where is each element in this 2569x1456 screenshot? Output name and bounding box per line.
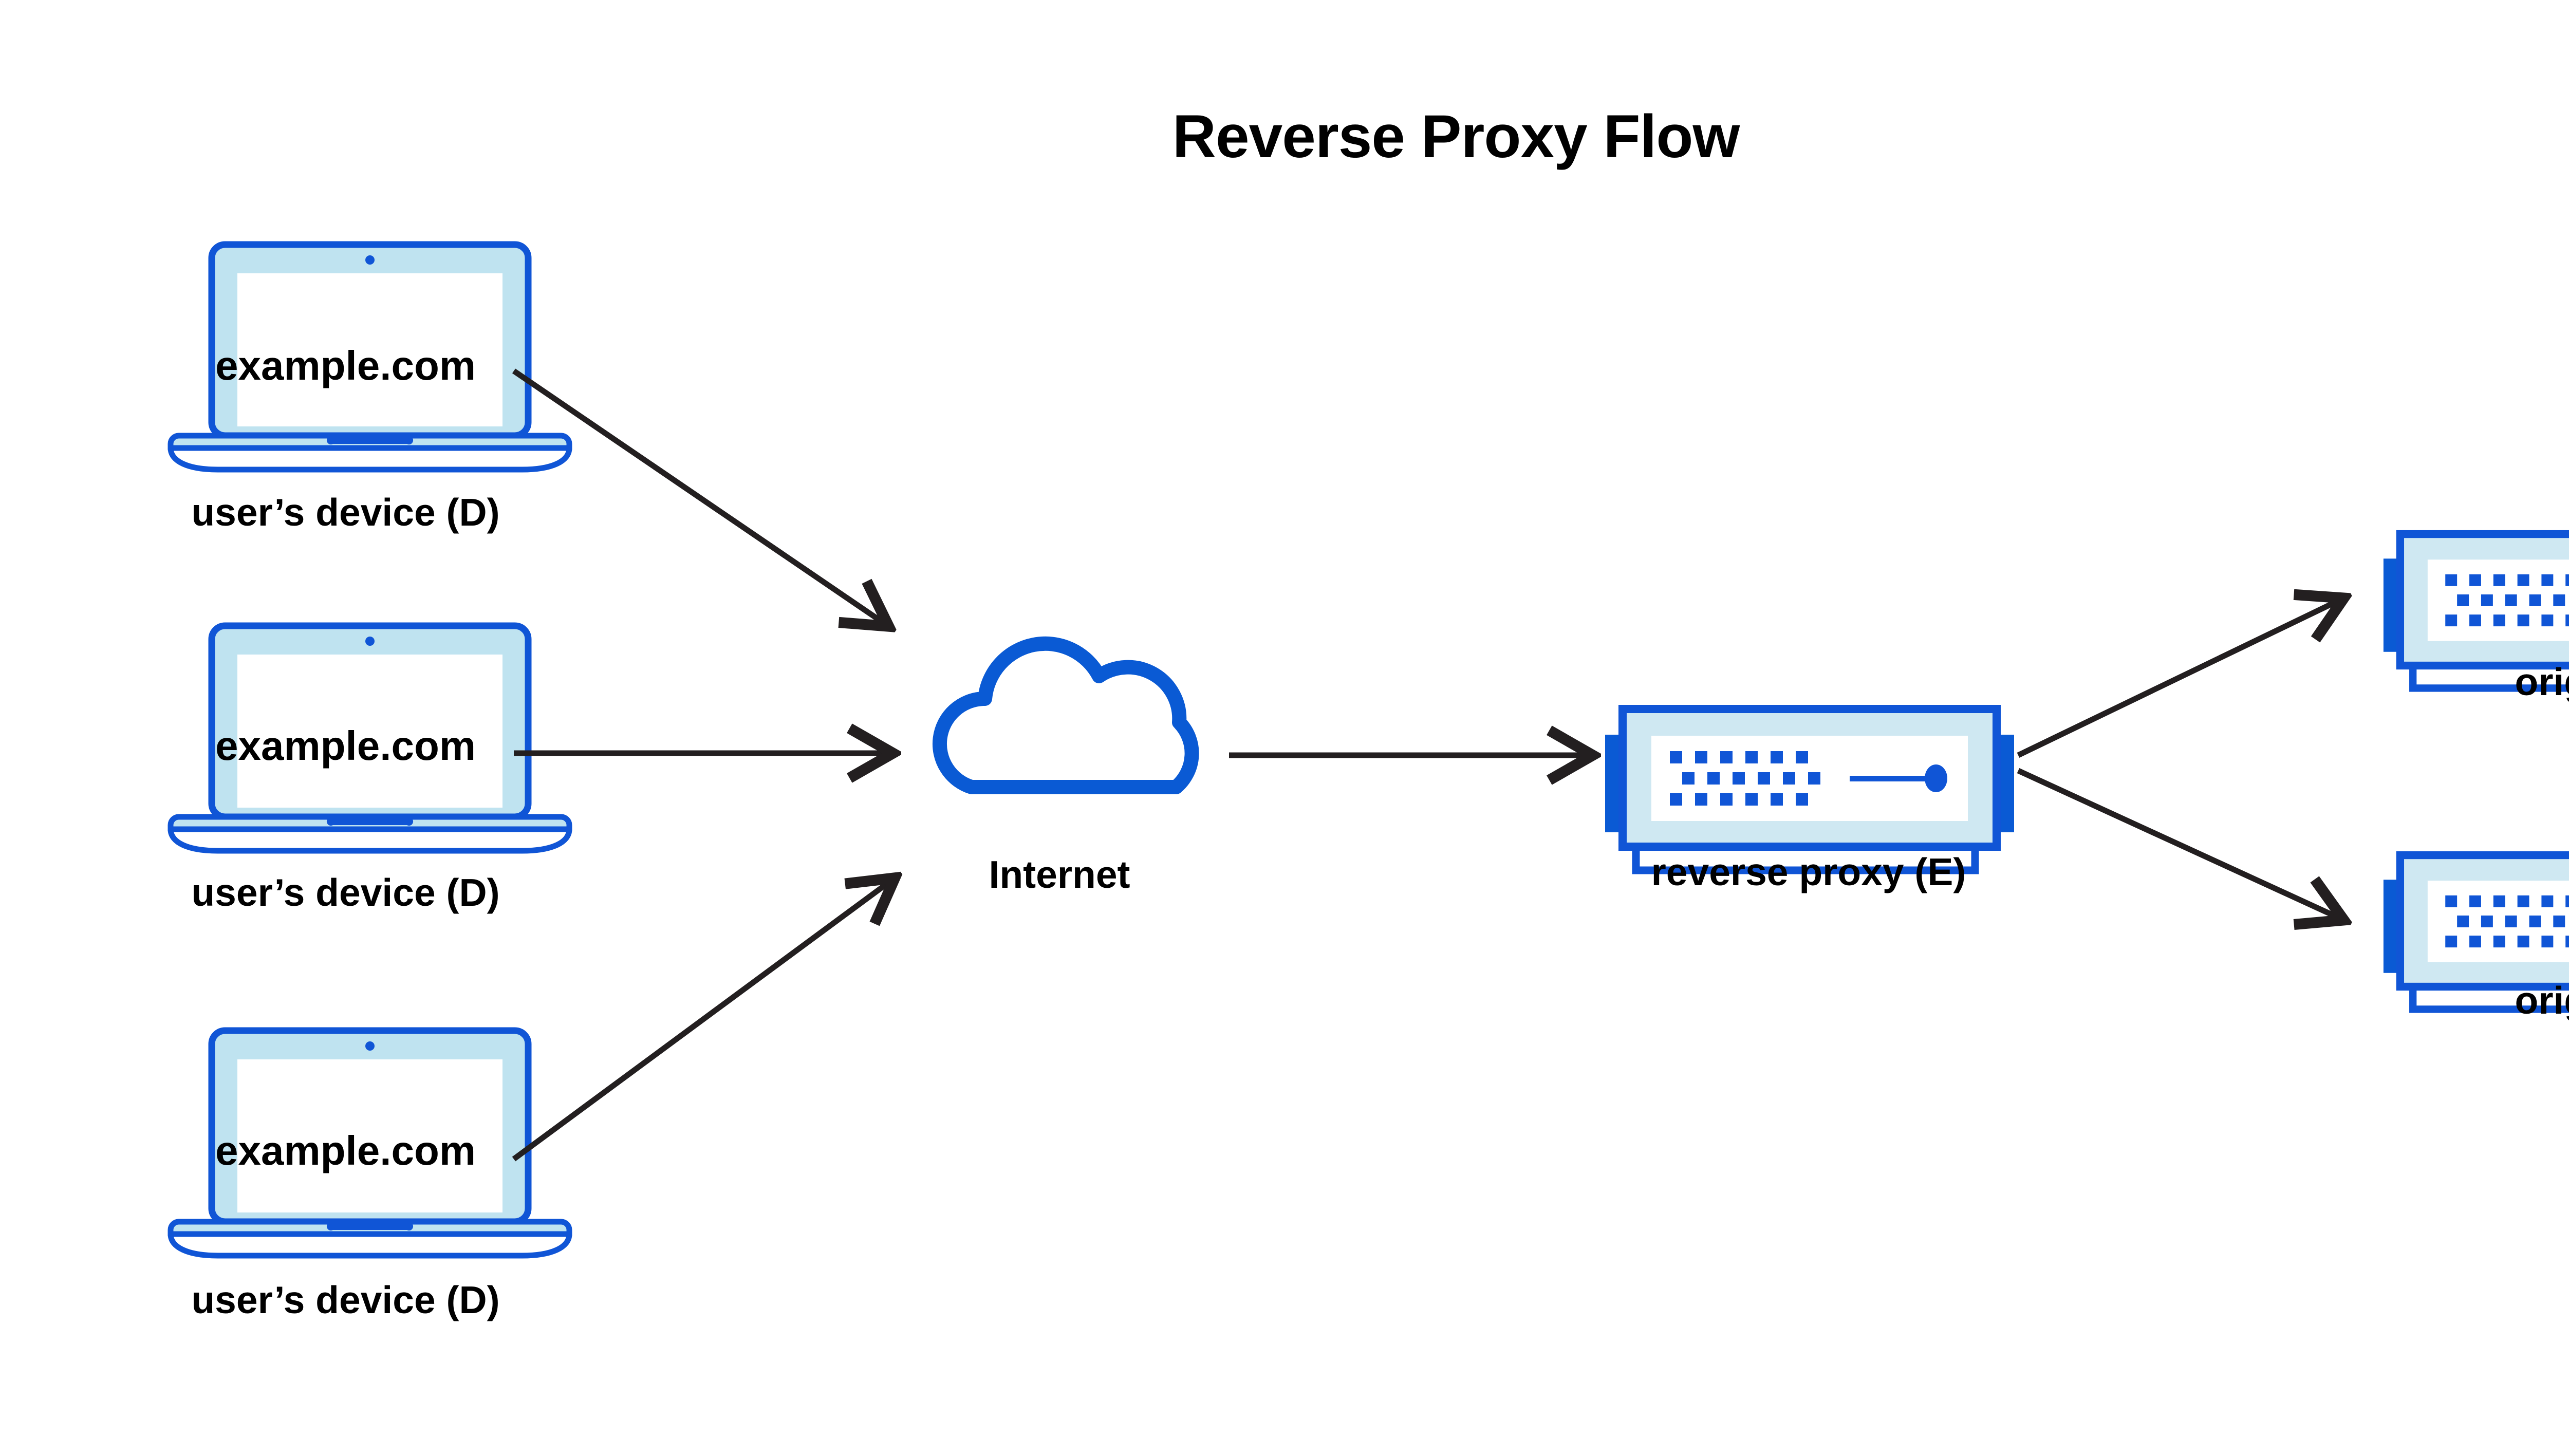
arrow-reverse-proxy-to-origin1 (2017, 599, 2343, 758)
node-label-device-1: user’s device (D) (191, 491, 500, 534)
laptop-screen-text-device-1: example.com (215, 343, 476, 388)
node-label-reverse-proxy: reverse proxy (E) (1651, 850, 1966, 893)
node-label-origin-1: origin server (F) (2515, 660, 2569, 703)
node-label-device-2: user’s device (D) (191, 871, 500, 914)
arrow-device3-to-internet (512, 879, 894, 1162)
page-title: Reverse Proxy Flow (1172, 103, 1740, 171)
laptop-screen-text-device-3: example.com (215, 1128, 476, 1173)
node-label-origin-2: origin server (F) (2515, 979, 2569, 1022)
server-icon-reverse-proxy (1605, 709, 2014, 870)
node-label-internet: Internet (989, 853, 1130, 896)
cloud-icon-internet (940, 644, 1192, 787)
node-label-device-3: user’s device (D) (191, 1278, 500, 1321)
arrow-reverse-proxy-to-origin2 (2017, 768, 2343, 920)
arrow-device1-to-internet (512, 368, 888, 626)
laptop-screen-text-device-2: example.com (215, 723, 476, 769)
